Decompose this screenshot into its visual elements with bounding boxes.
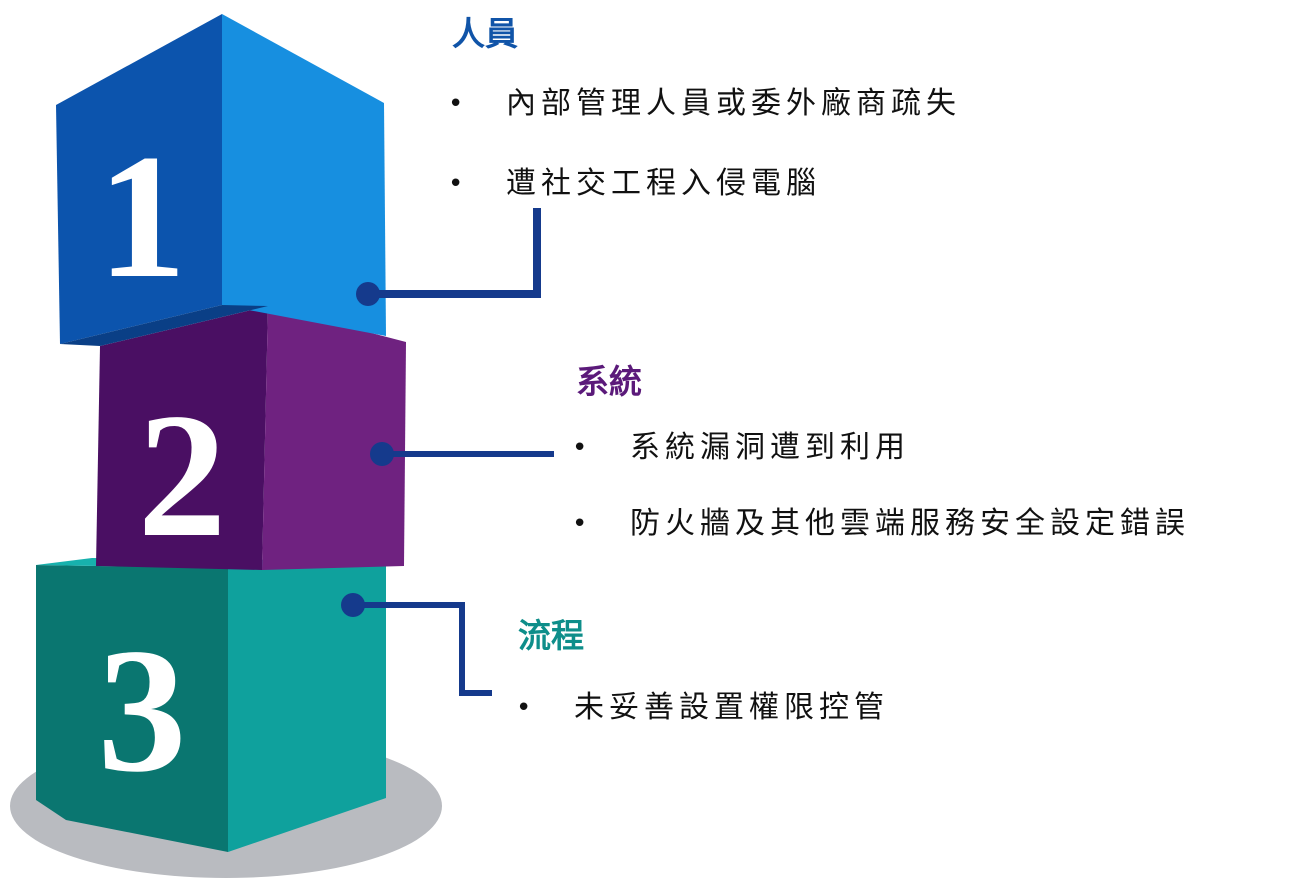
block-3-number: 3 <box>98 611 187 809</box>
bullet-text: 內部管理人員或委外廠商疏失 <box>506 86 961 121</box>
block-1-number: 1 <box>98 117 187 315</box>
block-2: 2 <box>96 306 406 574</box>
bullet-icon: • <box>448 89 464 119</box>
block-1: 1 <box>56 14 386 346</box>
bullet-text: 未妥善設置權限控管 <box>574 690 889 725</box>
section-title-process: 流程 <box>518 616 584 655</box>
section-title-system: 系統 <box>576 362 642 401</box>
bullet-text: 系統漏洞遭到利用 <box>630 430 910 465</box>
bullet-icon: • <box>572 509 588 539</box>
bullet-icon: • <box>516 693 532 723</box>
connector-2 <box>370 442 554 466</box>
block-2-number: 2 <box>138 376 227 574</box>
bullet-icon: • <box>572 433 588 463</box>
bullet-text: 防火牆及其他雲端服務安全設定錯誤 <box>630 506 1190 541</box>
bullet-text: 遭社交工程入侵電腦 <box>506 166 821 201</box>
block-3: 3 <box>36 558 386 852</box>
connector-3 <box>341 593 492 696</box>
section-title-people: 人員 <box>452 14 518 53</box>
connector-1 <box>356 208 541 306</box>
bullet-icon: • <box>448 169 464 199</box>
